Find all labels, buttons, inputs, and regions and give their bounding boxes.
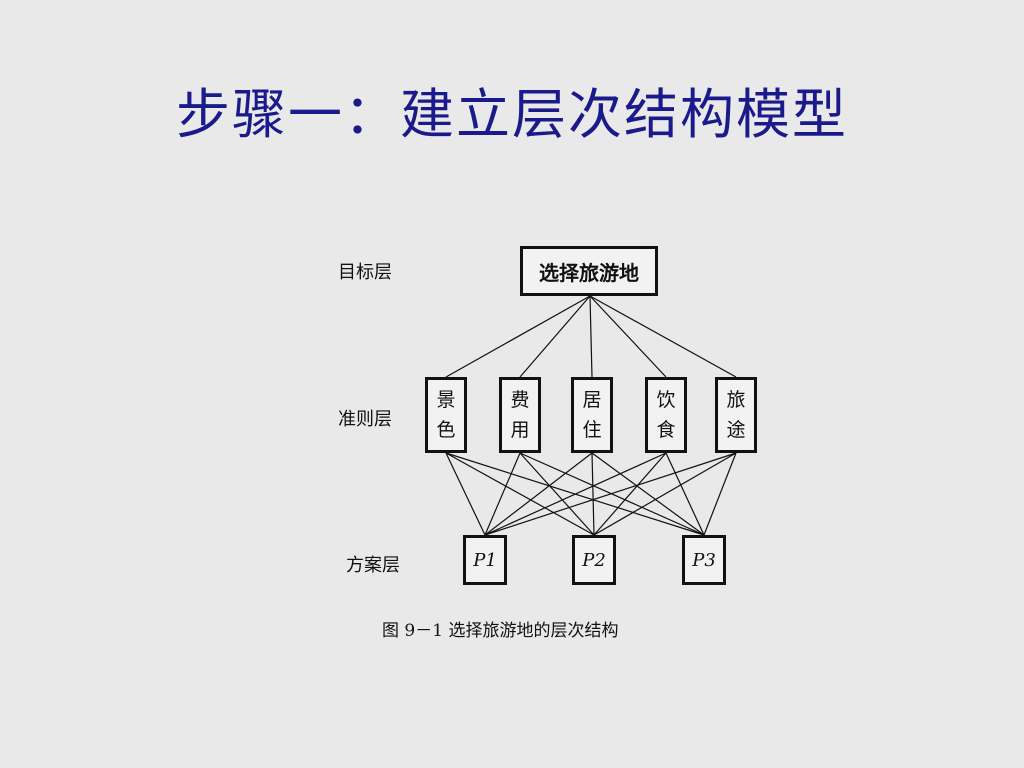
goal-criterion-link-4 (589, 295, 737, 378)
alternative-label-p2: P2 (582, 549, 606, 571)
criterion-node-travel: 旅途 (715, 377, 757, 453)
alternative-node-p1: P1 (463, 535, 507, 585)
alternative-label-p1: P1 (473, 549, 497, 571)
figure-caption: 图 9－1 选择旅游地的层次结构 (382, 621, 619, 641)
goal-criterion-link-1 (519, 295, 591, 378)
alternative-label-p3: P3 (692, 549, 716, 571)
layer-label-criteria: 准则层 (338, 409, 392, 430)
criterion-alternative-link-4-0 (484, 452, 737, 536)
criterion-alternative-link-3-2 (665, 452, 705, 536)
goal-criterion-link-2 (589, 295, 593, 378)
criterion-alternative-link-4-2 (703, 452, 737, 536)
criterion-alternative-link-1-0 (484, 452, 521, 536)
criterion-node-scenery: 景色 (425, 377, 467, 453)
criterion-alternative-link-0-1 (445, 452, 595, 536)
criterion-alternative-link-2-2 (591, 452, 705, 536)
goal-criterion-link-0 (445, 295, 591, 378)
criterion-node-cost: 费用 (499, 377, 541, 453)
alternative-node-p2: P2 (572, 535, 616, 585)
criterion-alternative-link-3-0 (484, 452, 667, 536)
hierarchy-diagram: 目标层 准则层 方案层 选择旅游地 景色 费用 居住 饮食 旅途 P1 P2 P… (330, 236, 757, 646)
criterion-alternative-link-3-1 (593, 452, 667, 536)
layer-label-goal: 目标层 (338, 262, 392, 283)
criterion-alternative-link-2-0 (484, 452, 593, 536)
goal-node: 选择旅游地 (520, 246, 658, 296)
criterion-alternative-link-0-0 (445, 452, 486, 536)
criterion-alternative-link-4-1 (593, 452, 737, 536)
criterion-alternative-link-1-1 (519, 452, 595, 536)
slide-title: 步骤一：建立层次结构模型 (176, 83, 848, 146)
goal-criterion-link-3 (589, 295, 667, 378)
alternative-node-p3: P3 (682, 535, 726, 585)
layer-label-alternatives: 方案层 (346, 555, 400, 576)
criterion-node-food: 饮食 (645, 377, 687, 453)
criterion-alternative-link-2-1 (591, 452, 595, 536)
criterion-node-lodging: 居住 (571, 377, 613, 453)
connector-lines (445, 295, 737, 536)
